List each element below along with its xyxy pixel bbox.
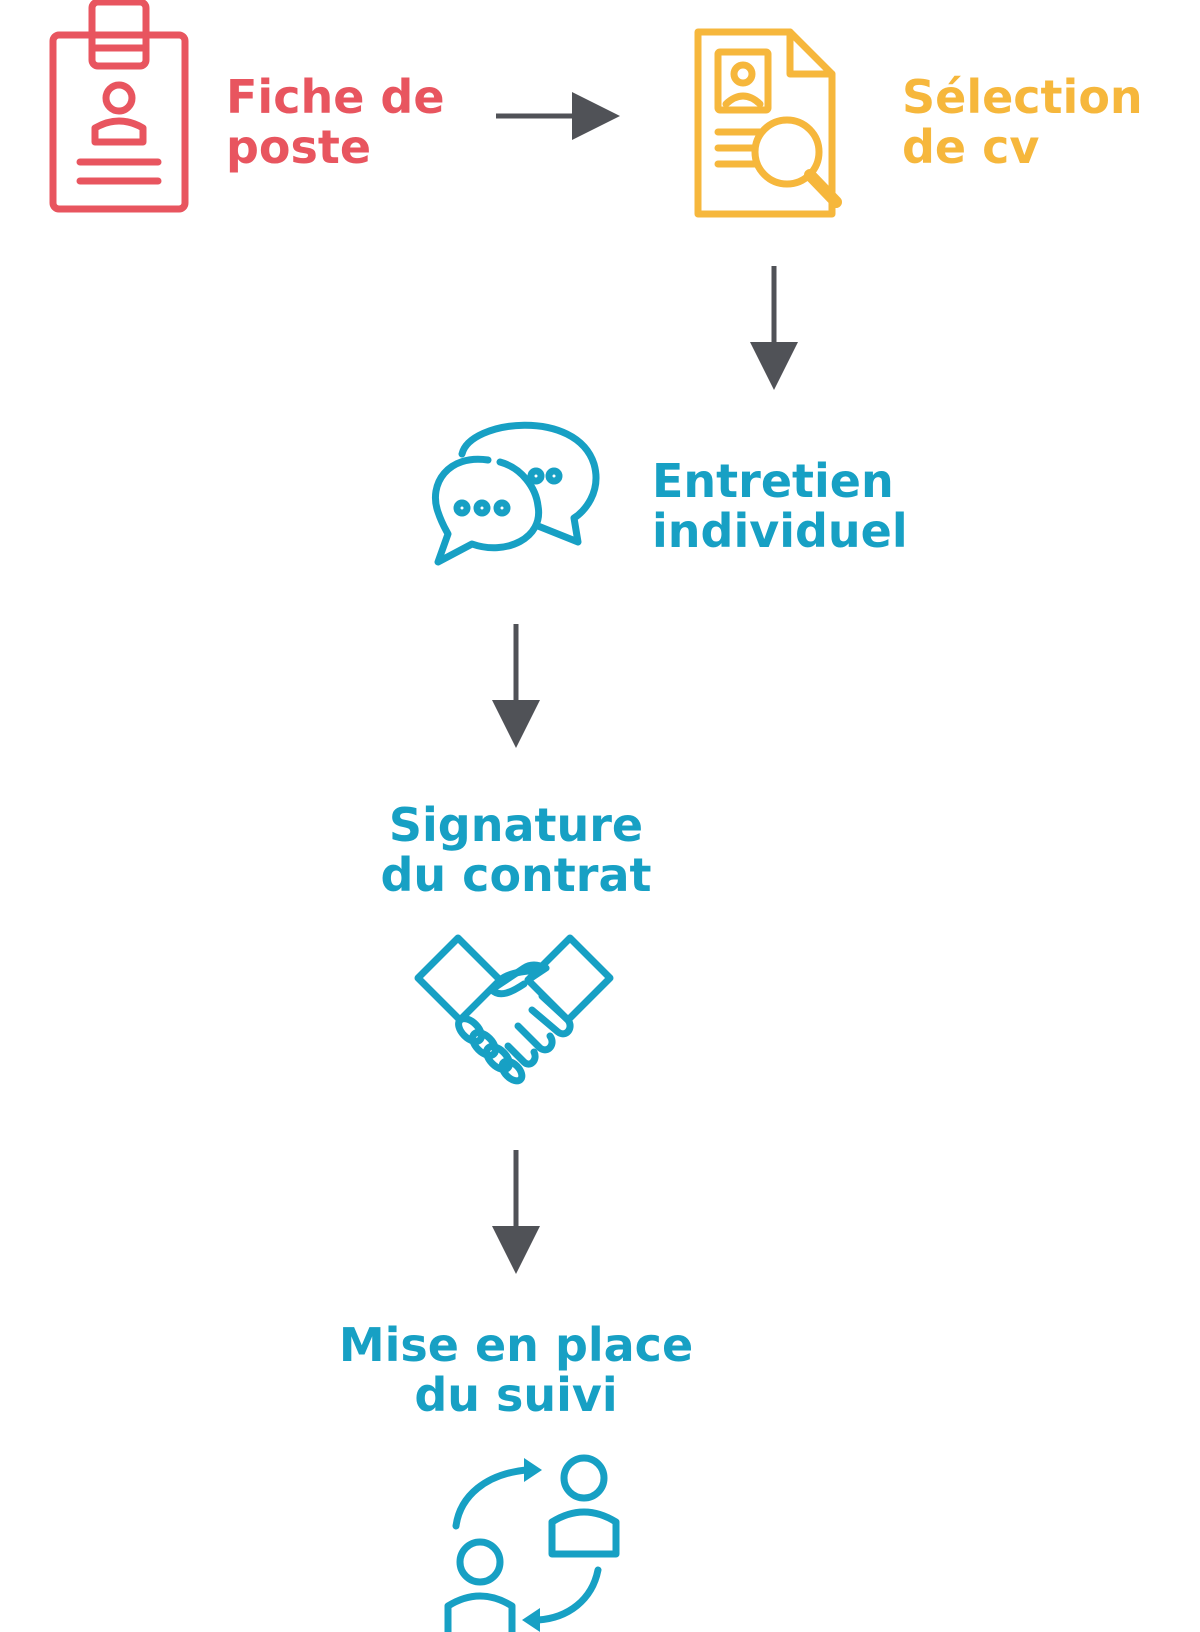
step-label-line: Signature xyxy=(388,798,644,852)
arrow-down-icon xyxy=(492,624,540,748)
step-label-line: du contrat xyxy=(380,848,652,902)
handshake-icon xyxy=(414,934,614,1085)
step-label-mise-en-place-du-suivi: Mise en place du suivi xyxy=(286,1320,746,1420)
step-label-line: Entretien xyxy=(652,454,894,508)
step-label-line: poste xyxy=(226,120,372,174)
arrow-down-icon xyxy=(750,266,798,390)
step-label-entretien-individuel: Entretien individuel xyxy=(652,456,908,556)
step-label-line: Mise en place xyxy=(338,1318,694,1372)
step-label-signature-du-contrat: Signature du contrat xyxy=(316,800,716,900)
step-label-fiche-de-poste: Fiche de poste xyxy=(226,72,445,172)
arrow-down-icon xyxy=(492,1150,540,1274)
step-label-line: individuel xyxy=(652,504,908,558)
step-label-line: Sélection xyxy=(902,70,1143,124)
job-badge-icon xyxy=(49,0,189,213)
arrow-right-icon xyxy=(496,92,620,140)
step-label-line: Fiche de xyxy=(226,70,445,124)
cv-search-icon xyxy=(694,28,842,218)
step-label-selection-de-cv: Sélection de cv xyxy=(902,72,1143,172)
people-cycle-icon xyxy=(444,1454,620,1632)
chat-bubbles-icon xyxy=(431,421,600,566)
step-label-line: du suivi xyxy=(414,1368,618,1422)
step-label-line: de cv xyxy=(902,120,1040,174)
